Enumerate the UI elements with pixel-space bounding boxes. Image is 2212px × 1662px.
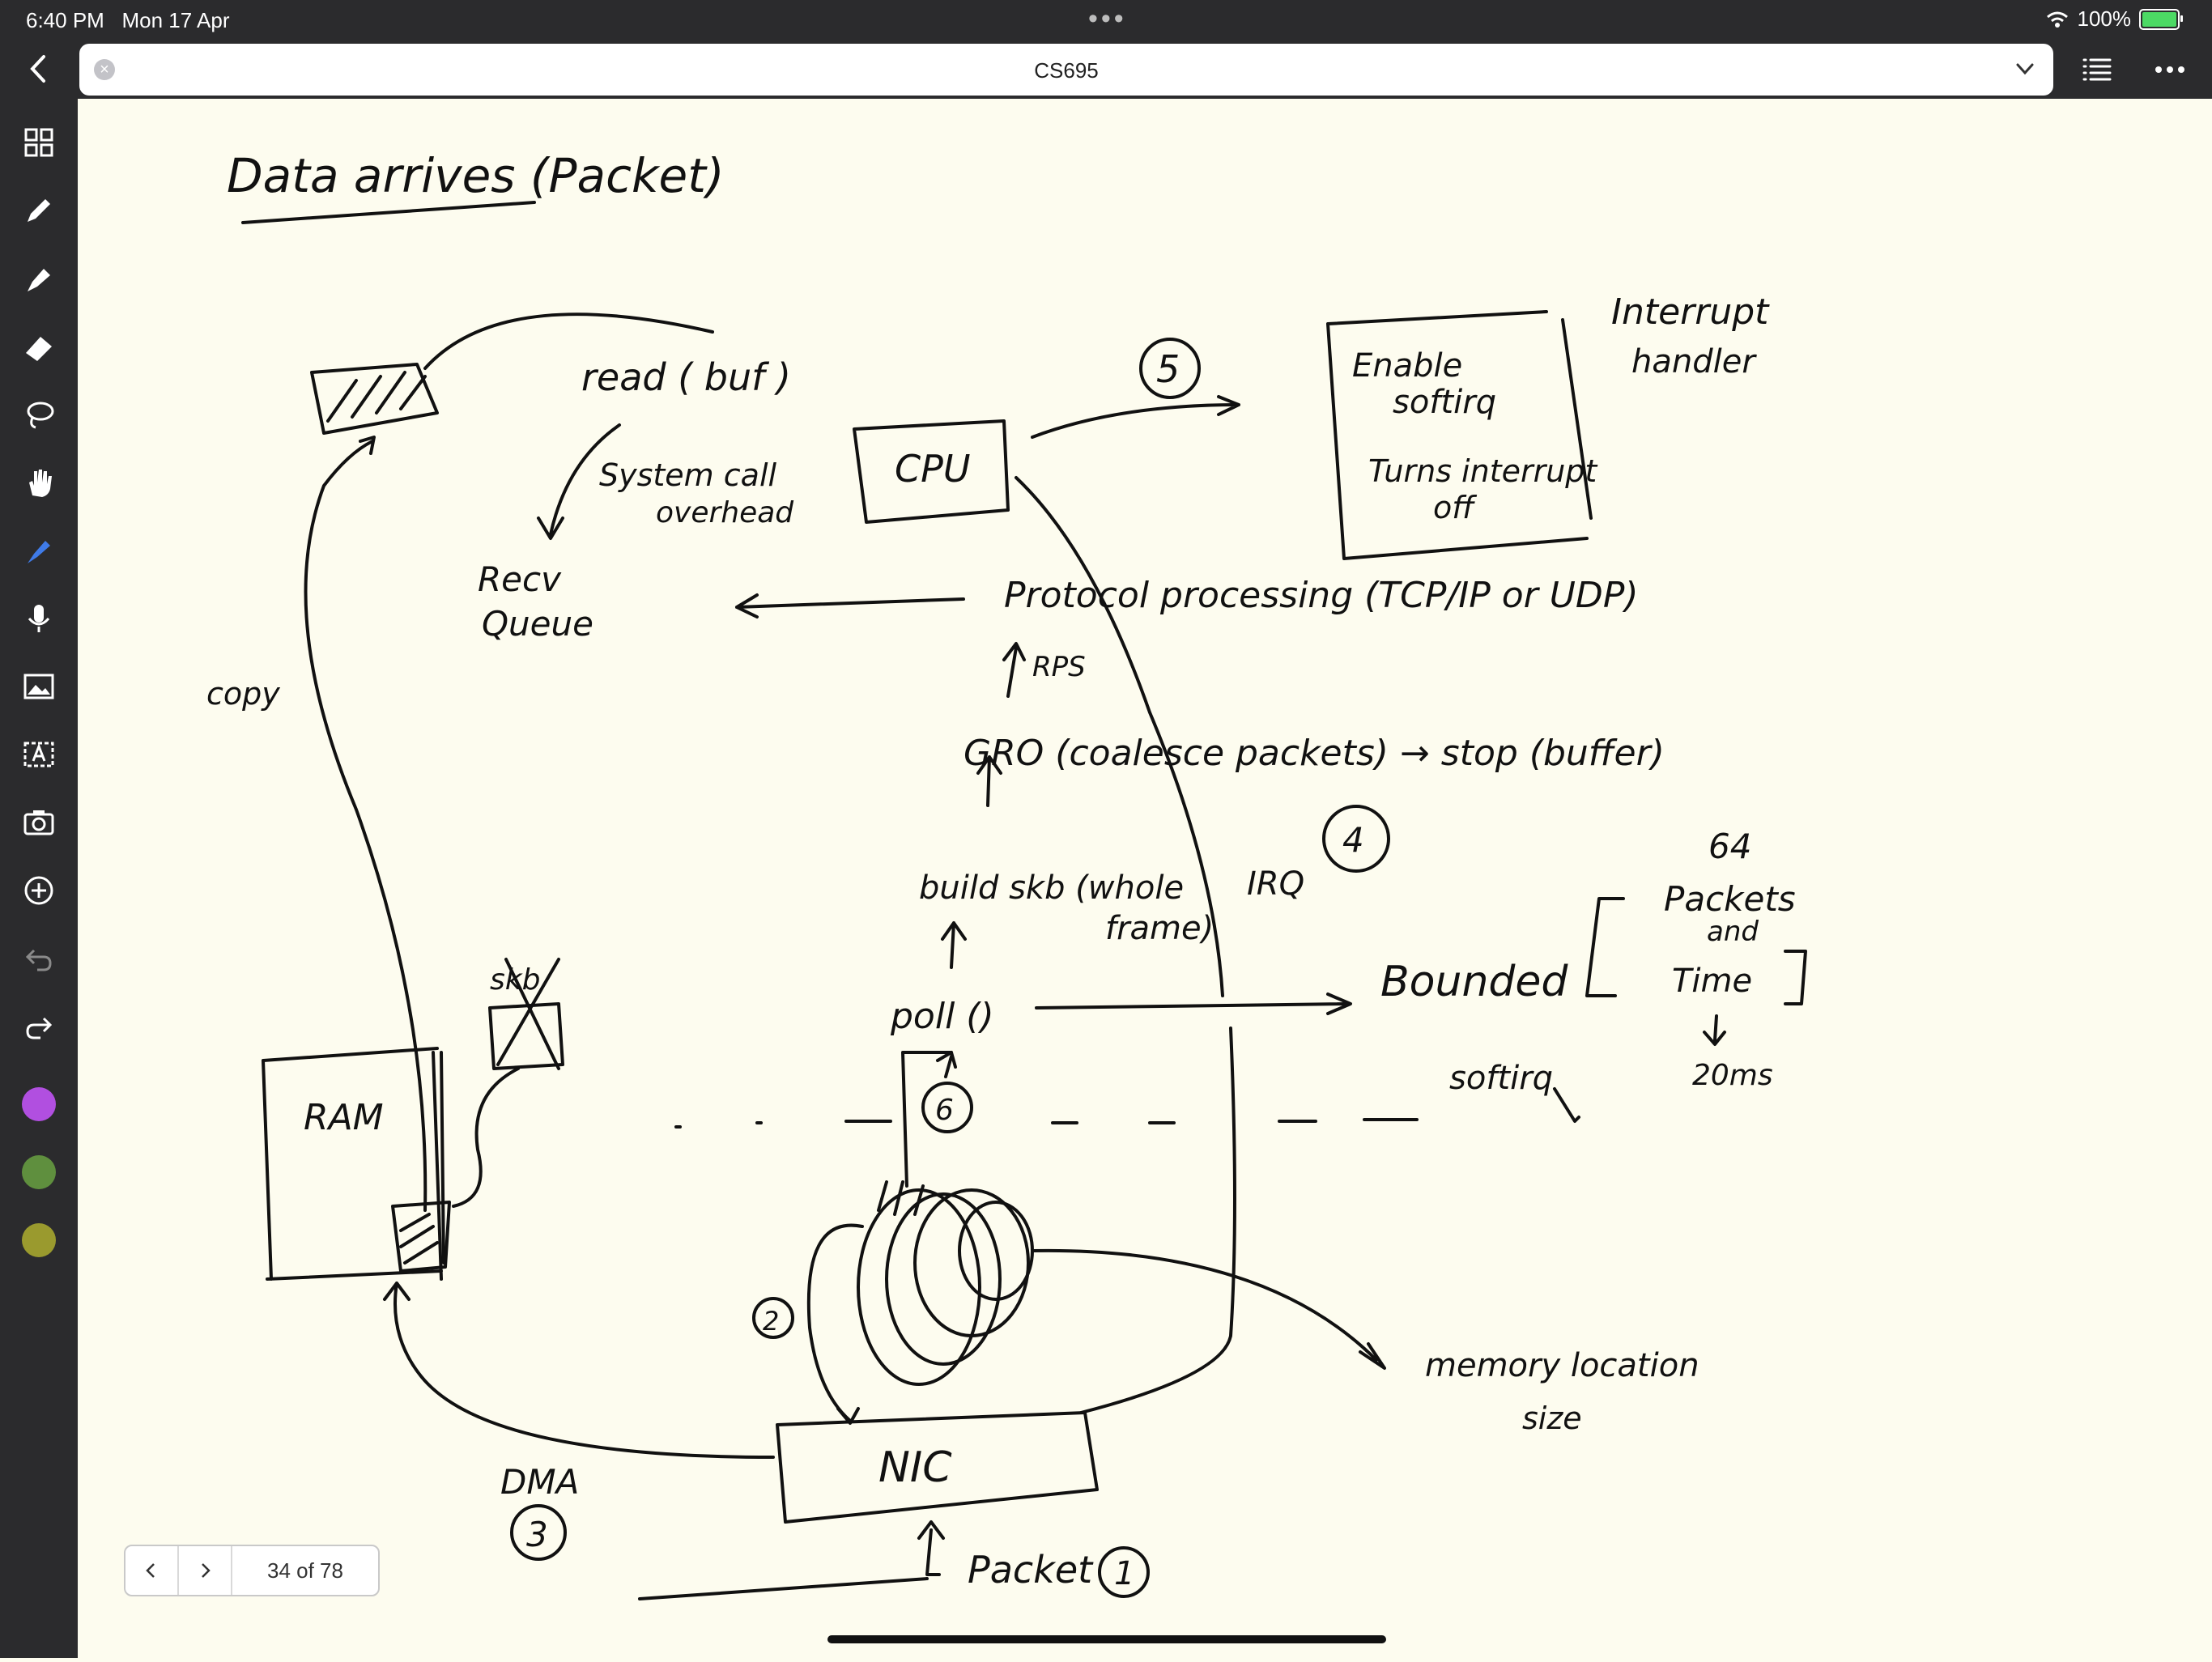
status-date: Mon 17 Apr bbox=[121, 8, 230, 32]
note-packet: Packet bbox=[968, 1548, 1094, 1592]
note-and: and bbox=[1707, 916, 1759, 948]
note-syscall-overhead: overhead bbox=[656, 496, 794, 529]
note-cpu: CPU bbox=[895, 447, 971, 491]
add-icon[interactable] bbox=[19, 871, 58, 910]
more-options-icon[interactable] bbox=[2152, 52, 2188, 87]
document-title-field[interactable]: × CS695 bbox=[79, 44, 2053, 96]
note-irq: IRQ bbox=[1247, 865, 1304, 903]
clear-icon[interactable]: × bbox=[94, 59, 115, 80]
eraser-icon[interactable] bbox=[19, 327, 58, 366]
note-protocol: Protocol processing (TCP/IP or UDP) bbox=[1004, 575, 1639, 616]
pen-icon[interactable] bbox=[19, 191, 58, 230]
prev-page-button[interactable] bbox=[125, 1546, 179, 1595]
note-rps: RPS bbox=[1032, 651, 1086, 683]
camera-icon[interactable] bbox=[19, 803, 58, 842]
note-step-4: 4 bbox=[1342, 820, 1364, 860]
back-chevron-icon[interactable] bbox=[19, 49, 60, 89]
note-skb: skb bbox=[490, 963, 540, 997]
note-softirq: softirq bbox=[1393, 384, 1496, 421]
microphone-icon[interactable] bbox=[19, 599, 58, 638]
note-time: Time bbox=[1672, 963, 1752, 1000]
status-bar: 6:40 PM Mon 17 Apr ••• 100% bbox=[0, 0, 2212, 40]
note-packets: Packets bbox=[1664, 879, 1796, 919]
color-swatch-green[interactable] bbox=[22, 1155, 56, 1189]
note-memory-location: memory location bbox=[1425, 1347, 1699, 1384]
note-gro: GRO (coalesce packets) → stop (buffer) bbox=[963, 733, 1665, 774]
handwritten-diagram: Data arrives (Packet) read ( buf ) Syste… bbox=[206, 148, 1807, 1600]
note-64: 64 bbox=[1708, 827, 1751, 866]
note-copy: copy bbox=[206, 676, 280, 712]
color-swatch-purple[interactable] bbox=[22, 1087, 56, 1121]
note-enable: Enable bbox=[1352, 347, 1462, 385]
note-frame: frame) bbox=[1105, 910, 1214, 947]
color-swatch-olive[interactable] bbox=[22, 1223, 56, 1257]
lasso-icon[interactable] bbox=[19, 395, 58, 434]
chevron-left-icon bbox=[146, 1563, 155, 1578]
note-nic: NIC bbox=[878, 1443, 952, 1492]
note-bounded: Bounded bbox=[1380, 958, 1568, 1006]
hand-icon[interactable] bbox=[19, 463, 58, 502]
page-indicator: 34 of 78 bbox=[267, 1558, 343, 1583]
note-syscall: System call bbox=[599, 457, 777, 493]
status-right: 100% bbox=[2045, 6, 2183, 32]
grid-icon[interactable] bbox=[19, 123, 58, 162]
page-navigator: 34 of 78 bbox=[124, 1545, 380, 1596]
battery-percent: 100% bbox=[2077, 6, 2132, 31]
note-20ms: 20ms bbox=[1692, 1059, 1773, 1092]
note-step-5: 5 bbox=[1156, 347, 1180, 391]
note-step-2: 2 bbox=[763, 1306, 779, 1337]
chevron-down-icon[interactable] bbox=[2011, 55, 2039, 83]
chevron-right-icon bbox=[202, 1563, 211, 1578]
wifi-icon bbox=[2046, 11, 2068, 28]
redo-icon[interactable] bbox=[19, 1007, 58, 1046]
note-poll: poll () bbox=[890, 996, 994, 1037]
note-title: Data arrives (Packet) bbox=[227, 148, 725, 203]
undo-icon[interactable] bbox=[19, 939, 58, 978]
note-recv: Recv bbox=[478, 559, 562, 599]
note-size: size bbox=[1522, 1401, 1582, 1436]
note-handler: handler bbox=[1631, 343, 1757, 380]
note-build-skb: build skb (whole bbox=[919, 869, 1184, 907]
note-turns-interrupt: Turns interrupt bbox=[1368, 453, 1598, 489]
next-page-button[interactable] bbox=[179, 1546, 232, 1595]
multitasking-dots-icon[interactable]: ••• bbox=[1088, 3, 1127, 34]
battery-icon bbox=[2139, 8, 2183, 30]
laser-pointer-icon[interactable] bbox=[19, 531, 58, 570]
note-interrupt: Interrupt bbox=[1611, 291, 1770, 333]
note-read-buf: read ( buf ) bbox=[581, 355, 791, 399]
highlighter-icon[interactable] bbox=[19, 259, 58, 298]
note-step-1: 1 bbox=[1114, 1555, 1134, 1592]
image-icon[interactable] bbox=[19, 667, 58, 706]
home-indicator[interactable] bbox=[827, 1635, 1386, 1643]
note-canvas[interactable]: Data arrives (Packet) read ( buf ) Syste… bbox=[78, 99, 2212, 1658]
note-off: off bbox=[1433, 490, 1477, 525]
outline-list-icon[interactable] bbox=[2079, 52, 2115, 87]
note-ram: RAM bbox=[304, 1097, 384, 1138]
status-time: 6:40 PM Mon 17 Apr bbox=[26, 8, 230, 32]
note-dma: DMA bbox=[500, 1462, 579, 1502]
note-step-6: 6 bbox=[935, 1094, 954, 1127]
document-title: CS695 bbox=[1034, 58, 1099, 83]
tool-sidebar bbox=[0, 99, 78, 1658]
note-step-3: 3 bbox=[526, 1515, 548, 1554]
note-softirq-2: softirq bbox=[1449, 1060, 1553, 1097]
note-queue: Queue bbox=[482, 604, 593, 644]
text-icon[interactable] bbox=[19, 735, 58, 774]
top-toolbar: × CS695 bbox=[0, 40, 2212, 99]
